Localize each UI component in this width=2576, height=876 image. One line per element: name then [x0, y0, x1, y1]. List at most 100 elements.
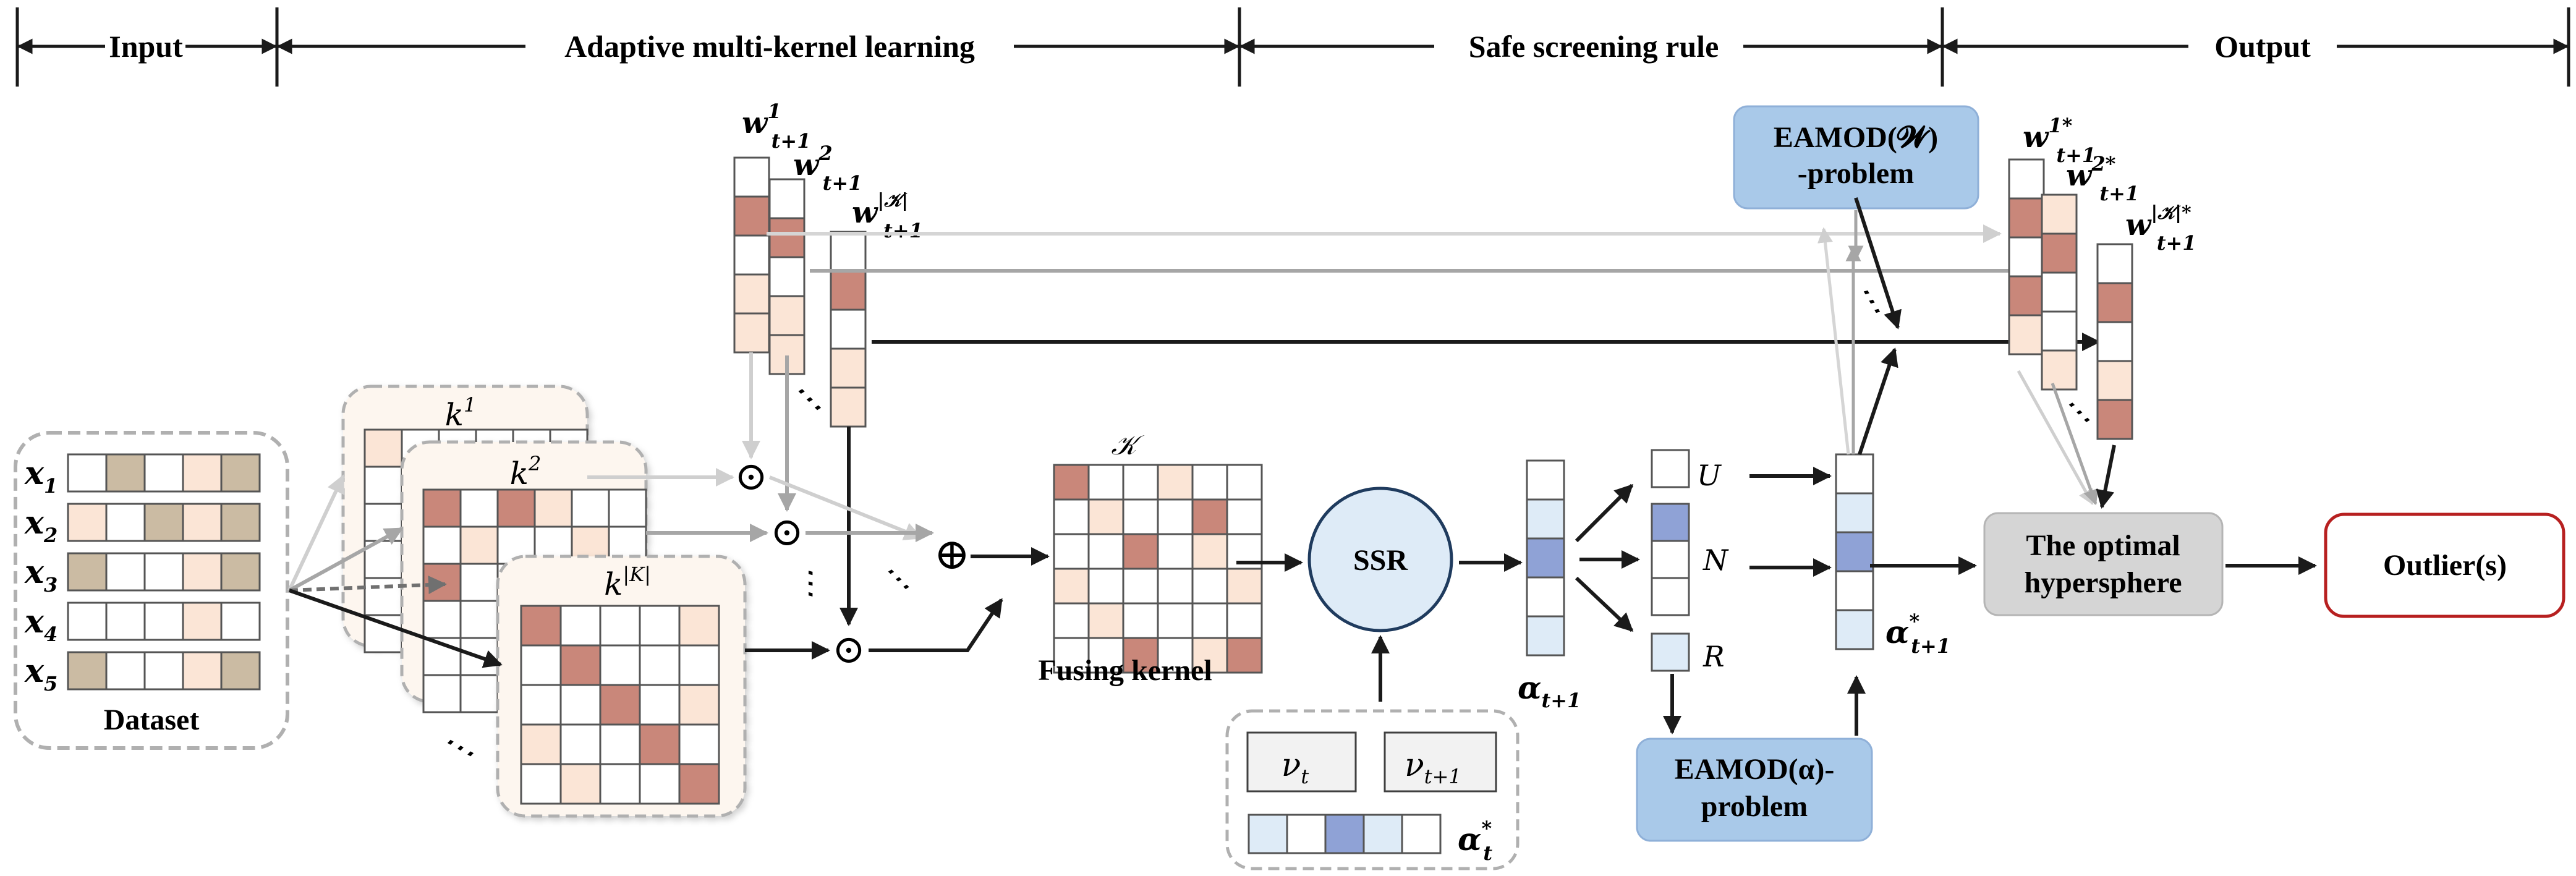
- dataset-row-label: x4: [24, 603, 57, 646]
- wK-vector-cell: [830, 270, 867, 311]
- dataset-row: x5: [24, 651, 261, 695]
- wK-vector: [830, 231, 867, 428]
- alpha-t1-vector-cell: [1526, 615, 1565, 657]
- oplus: ⊕: [934, 529, 971, 579]
- eamod-w-line1: EAMOD(𝓦): [1774, 121, 1938, 154]
- fusing-kernel-cell: [1087, 533, 1124, 570]
- w1-vector: [733, 156, 770, 354]
- dataset-to-kernel-arrows: [287, 474, 503, 668]
- dataset-row: x2: [24, 503, 261, 547]
- alpha-t1-vector: [1526, 459, 1565, 657]
- kernel-K-cell: [520, 684, 562, 726]
- ssr-node: [1307, 487, 1453, 632]
- fusing-kernel-cell: [1226, 498, 1263, 535]
- w1-vector-cell: [733, 312, 770, 354]
- dataset-cell: [67, 453, 108, 493]
- kernel-2-cell: [459, 563, 499, 602]
- set-to-alpha-star-arrows: [1663, 467, 1866, 736]
- w1-star-vector-cell: [2008, 314, 2045, 355]
- nu-t-label: νt: [1282, 747, 1309, 788]
- alpha-t1-label: αt+1: [1518, 670, 1581, 712]
- section-header-bar: [15, 7, 2570, 87]
- fusing-kernel-cell: [1191, 568, 1228, 605]
- w1-star-vector-cell: [2008, 197, 2045, 239]
- dataset-cell: [220, 503, 261, 542]
- fusing-kernel-cell: [1157, 533, 1194, 570]
- eamod-alpha-line1: EAMOD(α)-: [1675, 753, 1835, 786]
- alpha-t1-vector-cell: [1526, 576, 1565, 618]
- alpha-t1-vector-cell: [1526, 498, 1565, 540]
- wK-star-vector-cell: [2096, 243, 2133, 284]
- set-N-vector: [1651, 503, 1690, 616]
- dataset-row-label: x1: [24, 454, 57, 498]
- dataset-cell: [67, 651, 108, 691]
- wK-star-label: w|𝒦|*t+1: [2125, 202, 2196, 255]
- fusing-kernel-cell: [1122, 533, 1159, 570]
- fusing-kernel-cell: [1122, 568, 1159, 605]
- kernel-K-cell: [639, 644, 681, 686]
- alpha-t-star-cell: [1362, 814, 1403, 854]
- w1-star-vector-cell: [2008, 158, 2045, 200]
- wK-star-vector-cell: [2096, 282, 2133, 323]
- set-R-vector: [1651, 632, 1690, 672]
- w2-star-vector-cell: [2041, 349, 2078, 391]
- fusing-kernel-cell: [1053, 568, 1090, 605]
- fusing-kernel-cell: [1226, 568, 1263, 605]
- kernel-K-cell: [520, 723, 562, 765]
- kernel-K-cell: [559, 684, 601, 726]
- fusing-kernel-cell: [1087, 602, 1124, 639]
- fusing-kernel-cell: [1157, 602, 1194, 639]
- kernel-K-cell: [678, 644, 720, 686]
- dataset-cell: [67, 552, 108, 592]
- dataset-cell: [182, 552, 223, 592]
- set-N-vector-cell: [1651, 577, 1690, 616]
- alpha-star-t1-vector-cell: [1835, 609, 1874, 650]
- kernel-2-cell: [459, 674, 499, 713]
- wK-vector-cell: [830, 386, 867, 428]
- set-N-vector-cell: [1651, 503, 1690, 542]
- wK-star-vector-cell: [2096, 321, 2133, 362]
- kernel-1-cell: [363, 577, 403, 616]
- dataset-cell: [143, 453, 184, 493]
- hypersphere-line1: The optimal: [2026, 529, 2180, 562]
- wK-vector-cell: [830, 347, 867, 389]
- alpha-star-t1-vector-cell: [1835, 453, 1874, 495]
- fusing-kernel-cell: [1191, 464, 1228, 501]
- parameter-panel: [1225, 709, 1520, 870]
- dataset-cell: [220, 602, 261, 641]
- alpha-t-star-cell: [1248, 814, 1288, 854]
- w1-vector-cell: [733, 273, 770, 315]
- kernel-1-cell: [363, 503, 403, 542]
- fusing-kernel-cell: [1157, 464, 1194, 501]
- alpha-star-t1-vector-cell: [1835, 531, 1874, 572]
- outliers-label: Outlier(s): [2383, 549, 2507, 582]
- kernel-1-cell: [363, 614, 403, 653]
- w2-star-vector-cell: [2041, 271, 2078, 313]
- w1-vector-cell: [733, 195, 770, 237]
- kernel-2-label: k2: [510, 452, 542, 491]
- product-arrows: [587, 352, 1050, 660]
- fusing-kernel-cell: [1157, 568, 1194, 605]
- fusing-kernel-cell: [1087, 568, 1124, 605]
- nu-t1-label: νt+1: [1405, 747, 1461, 788]
- dataset-cell: [182, 503, 223, 542]
- fusing-kernel-cell: [1122, 637, 1159, 674]
- set-N-label: N: [1702, 543, 1729, 577]
- w2-vector-cell: [768, 295, 806, 336]
- kernel-2-cell: [496, 488, 536, 528]
- fusing-kernel-cell: [1191, 602, 1228, 639]
- dataset-row-label: x3: [24, 553, 57, 597]
- kernel-2-cell: [533, 488, 573, 528]
- dataset-cell: [220, 651, 261, 691]
- dataset-cell: [220, 453, 261, 493]
- odot-1: ⊙: [734, 454, 768, 500]
- kernel-K-cell: [520, 763, 562, 805]
- set-R-vector-cell: [1651, 632, 1690, 672]
- fusing-kernel-cell: [1157, 498, 1194, 535]
- w2-star-label: w2*t+1: [2066, 152, 2139, 205]
- fusing-kernel-cell: [1122, 602, 1159, 639]
- w1-star-vector-cell: [2008, 275, 2045, 317]
